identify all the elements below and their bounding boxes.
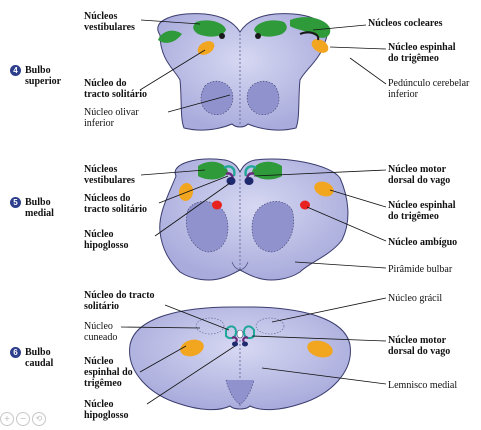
label-gracile-nucleus: Núcleo grácil [388,293,443,304]
ambiguus-left [212,200,222,210]
section-mid-medulla [159,158,349,281]
label-spinal-trigeminal-caudal: Núcleo espinhal do trigêmeo [84,356,133,389]
label-hypoglossal-mid: Núcleo hipoglosso [84,229,129,251]
label-dorsal-motor-vagus-mid: Núcleo motor dorsal do vago [388,164,451,186]
section-caudal-medulla [129,306,351,411]
section-heading-caudal: 6 Bulbo caudal [10,347,53,369]
section-number-badge: 5 [10,197,21,208]
cochlear-nucleus-right [290,17,331,38]
zoom-reset-icon[interactable]: ⟲ [32,412,46,426]
label-nucleus-ambiguus: Núcleo ambíguo [388,237,458,248]
section-title: Bulbo superior [25,65,62,87]
spinal-trigeminal-right [311,39,329,53]
label-solitary-tract-caudal: Núcleo do tracto solitário [84,290,155,312]
spinal-trigeminal-caudal-left [180,339,204,357]
zoom-controls: + − ⟲ [0,412,46,426]
label-solitary-tract-mid: Núcleos do tracto solitário [84,193,148,215]
label-inferior-olivary: Núcleo olivar inferior [84,107,139,129]
ambiguus-right [300,200,310,210]
section-title: Bulbo medial [25,197,54,219]
label-dorsal-motor-vagus-caudal: Núcleo motor dorsal do vago [388,335,451,357]
label-cochlear-nuclei: Núcleos cocleares [368,18,443,29]
label-cuneate-nucleus: Núcleo cuneado [84,321,118,343]
section-title: Bulbo caudal [25,347,54,369]
hypoglossal-left [226,177,236,185]
label-solitary-tract-upper: Núcleo do tracto solitário [84,78,148,100]
section-number-badge: 6 [10,347,21,358]
spinal-trigeminal-left [197,41,215,55]
spinal-trigeminal-caudal-right [307,340,333,358]
hypoglossal-right [244,177,254,185]
vestibular-nucleus-left [193,20,226,37]
label-inferior-cerebellar-peduncle: Pedúnculo cerebelar inferior [388,78,470,100]
label-spinal-trigeminal-upper: Núcleo espinhal do trigêmeo [388,42,456,64]
leader-lines [120,19,387,405]
section-heading-upper: 4 Bulbo superior [10,65,61,87]
zoom-out-icon[interactable]: − [16,412,30,426]
section-number-badge: 4 [10,65,21,76]
section-upper-medulla [157,13,331,131]
label-vestibular-nuclei-upper: Núcleos vestibulares [84,11,135,33]
zoom-in-icon[interactable]: + [0,412,14,426]
label-hypoglossal-caudal: Núcleo hipoglosso [84,399,129,421]
label-vestibular-nuclei-mid: Núcleos vestibulares [84,164,135,186]
section-heading-mid: 5 Bulbo medial [10,197,54,219]
label-spinal-trigeminal-mid: Núcleo espinhal do trigêmeo [388,200,456,222]
label-medial-lemniscus: Lemnisco medial [388,380,458,391]
label-medullary-pyramid: Pirâmide bulbar [388,264,453,275]
vestibular-nucleus-right [254,20,287,37]
